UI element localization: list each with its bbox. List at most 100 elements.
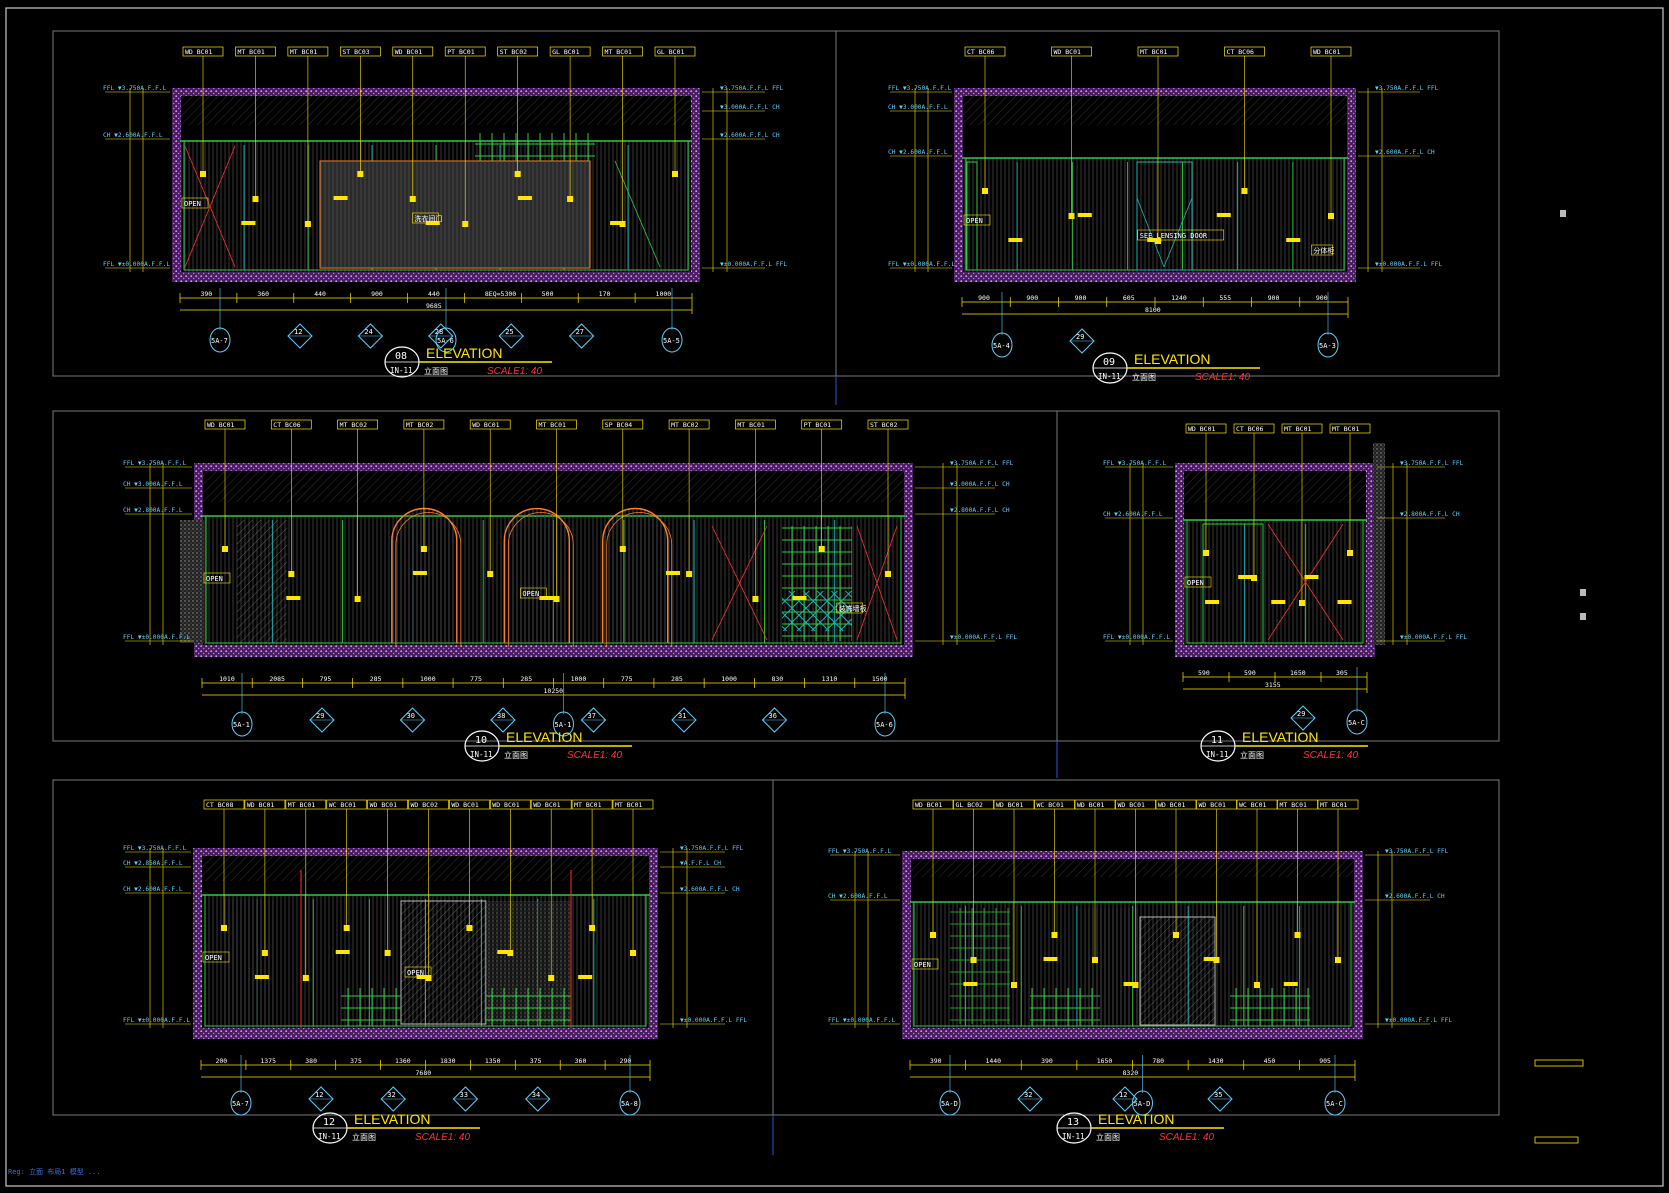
elevation-09[interactable]: FFL ▼3.750A.F.F.LCH ▼3.000A.F.F.LCH ▼2.6…: [888, 46, 1442, 384]
grid-ref: 5A-4: [993, 342, 1010, 350]
drawing-scale: SCALE1: 40: [1159, 1132, 1214, 1143]
fixture-mark: [1216, 213, 1231, 217]
material-tag: CT BC06: [1227, 48, 1254, 56]
grid-ref: 5A-1: [233, 721, 250, 729]
dim-value: 900: [1075, 294, 1087, 302]
dim-value: 590: [1198, 669, 1210, 677]
level-label-left: CH ▼2.600A.F.F.L: [103, 132, 163, 139]
ceiling-plenum: [963, 96, 1347, 125]
material-tag: MT BC01: [539, 421, 566, 429]
dim-value: 390: [930, 1057, 942, 1065]
section-callout-number: 29: [316, 712, 324, 720]
material-tag: WC BC01: [329, 801, 356, 809]
wall-finish: [963, 158, 1347, 272]
drawing-label: 立面图: [424, 366, 448, 376]
section-callout-number: 12: [294, 328, 302, 336]
elevation-10[interactable]: FFL ▼3.750A.F.F.LCH ▼3.000A.F.F.LCH ▼2.8…: [123, 419, 1017, 762]
tag-leader-end: [1011, 982, 1017, 988]
material-tag: SP BC04: [605, 421, 632, 429]
tag-leader-end: [288, 571, 295, 577]
tag-leader-end: [548, 975, 555, 981]
note-box: [963, 214, 991, 226]
grid-bubble: [1324, 1090, 1346, 1116]
note-box: [181, 197, 209, 209]
tag-leader-end: [507, 950, 514, 956]
dim-value: 1440: [985, 1057, 1001, 1065]
dim-total: 7680: [416, 1069, 432, 1077]
note-box: [203, 572, 231, 584]
grid-bubble: [661, 327, 683, 353]
dim-value: 590: [1244, 669, 1256, 677]
tag-leader-end: [686, 571, 693, 577]
note-box: [404, 966, 432, 978]
ceiling-slab: [193, 848, 658, 856]
tag-leader-end: [1335, 957, 1341, 963]
dim-value: 285: [671, 675, 683, 683]
tag-leader-end: [354, 596, 361, 602]
fixture-mark: [412, 571, 427, 575]
grid-ref: 5A-D: [1134, 1100, 1151, 1108]
level-label-left: CH ▼3.000A.F.F.L: [888, 104, 948, 111]
arched-opening: [503, 507, 570, 643]
stone-jamb: [180, 520, 204, 643]
material-tag: WD BC01: [492, 801, 519, 809]
tag-leader-end: [261, 950, 268, 956]
elevation-12[interactable]: FFL ▼3.750A.F.F.LCH ▼2.850A.F.F.LCH ▼2.6…: [123, 799, 747, 1144]
level-label-right: ▼±0.000A.F.F.L FFL: [1400, 634, 1467, 641]
dim-value: 780: [1152, 1057, 1164, 1065]
material-tag: WD BC01: [915, 801, 942, 809]
section-callout-number: 31: [678, 712, 686, 720]
grid-bubble: [209, 327, 231, 353]
material-tag: WD BC01: [1158, 801, 1185, 809]
sheet-number: IN-11: [1062, 1132, 1085, 1141]
section-callout-number: 37: [588, 712, 596, 720]
drawing-title: ELEVATION: [1098, 1111, 1175, 1127]
level-label-left: FFL ▼±0.000A.F.F.L: [888, 261, 955, 268]
fixture-mark: [1283, 982, 1298, 986]
tag-leader-end: [302, 975, 309, 981]
dim-value: 1240: [1171, 294, 1187, 302]
ceiling-plenum: [1184, 471, 1366, 503]
material-tag: MT BC01: [1320, 801, 1347, 809]
ceiling-plenum: [203, 471, 904, 502]
material-tag: MT BC01: [574, 801, 601, 809]
level-label-left: CH ▼2.850A.F.F.L: [123, 860, 183, 867]
note-text: 洗衣间门: [414, 214, 442, 223]
sheet-number: IN-11: [1206, 750, 1229, 759]
drawing-number: 08: [395, 351, 407, 362]
level-label-right: ▼3.750A.F.F.L FFL: [1400, 460, 1464, 467]
material-tag: CT BC06: [1236, 425, 1263, 433]
tag-leader-end: [885, 571, 891, 577]
arched-opening: [602, 507, 669, 643]
dim-value: 1500: [872, 675, 888, 683]
tag-leader-end: [1328, 213, 1334, 219]
note-text: OPEN: [522, 590, 539, 598]
feature-panel-texture: [320, 161, 590, 268]
grid-ref: 5A-C: [1348, 719, 1365, 727]
right-wall: [649, 848, 658, 1037]
dim-total: 8100: [1145, 306, 1161, 314]
level-label-right: ▼2.600A.F.F.L CH: [680, 886, 740, 893]
note-box: [836, 602, 864, 614]
material-tag: WD BC01: [472, 421, 499, 429]
level-label-right: ▼2.600A.F.F.L CH: [1385, 893, 1445, 900]
grid-ref: 5A-8: [621, 1100, 638, 1108]
dim-value: 1650: [1097, 1057, 1113, 1065]
sheet-number: IN-11: [1098, 372, 1121, 381]
note-box: [520, 587, 547, 599]
grid-bubble: [230, 1090, 252, 1116]
section-callout-number: 30: [407, 712, 415, 720]
dim-value: 605: [1123, 294, 1135, 302]
note-text: SEE LENSING DOOR: [1140, 232, 1208, 240]
fixture-mark: [963, 982, 978, 986]
ceiling-plenum: [202, 856, 649, 881]
floor-slab: [1175, 645, 1375, 657]
dim-value: 2085: [269, 675, 285, 683]
lattice-base: [486, 988, 571, 1026]
fixture-mark: [578, 975, 593, 979]
material-tag: WD BC01: [1077, 801, 1104, 809]
